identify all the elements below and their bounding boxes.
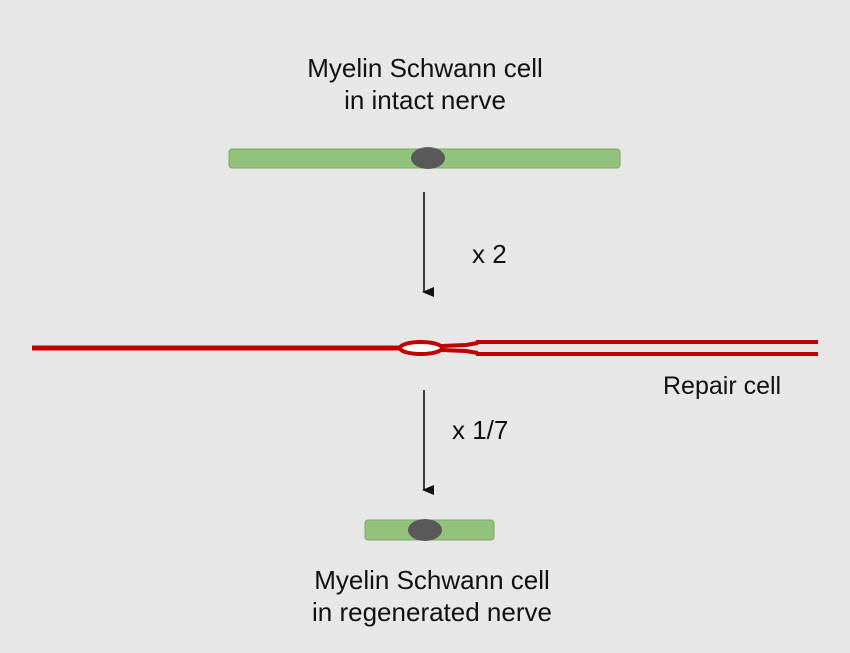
myelin-cell-intact — [228, 147, 621, 169]
factor-label-bottom: x 1/7 — [452, 415, 509, 445]
intact-cell-label-line1: Myelin Schwann cell — [307, 53, 543, 83]
regenerated-cell-label-line2: in regenerated nerve — [312, 597, 552, 627]
repair-cell-neck — [441, 341, 479, 355]
regenerated-cell-label: Myelin Schwann cell in regenerated nerve — [312, 564, 552, 628]
factor-label-top: x 2 — [472, 239, 507, 269]
intact-cell-label-line2: in intact nerve — [344, 85, 506, 115]
myelin-cell-regenerated-nucleus — [408, 519, 442, 541]
repair-cell-label: Repair cell — [663, 372, 782, 400]
intact-cell-label: Myelin Schwann cell in intact nerve — [307, 52, 543, 116]
repair-cell-nucleus — [398, 340, 444, 356]
repair-cell — [32, 340, 818, 356]
regenerated-cell-label-line1: Myelin Schwann cell — [314, 565, 550, 595]
myelin-cell-regenerated — [364, 519, 495, 541]
myelin-cell-intact-nucleus — [411, 147, 445, 169]
